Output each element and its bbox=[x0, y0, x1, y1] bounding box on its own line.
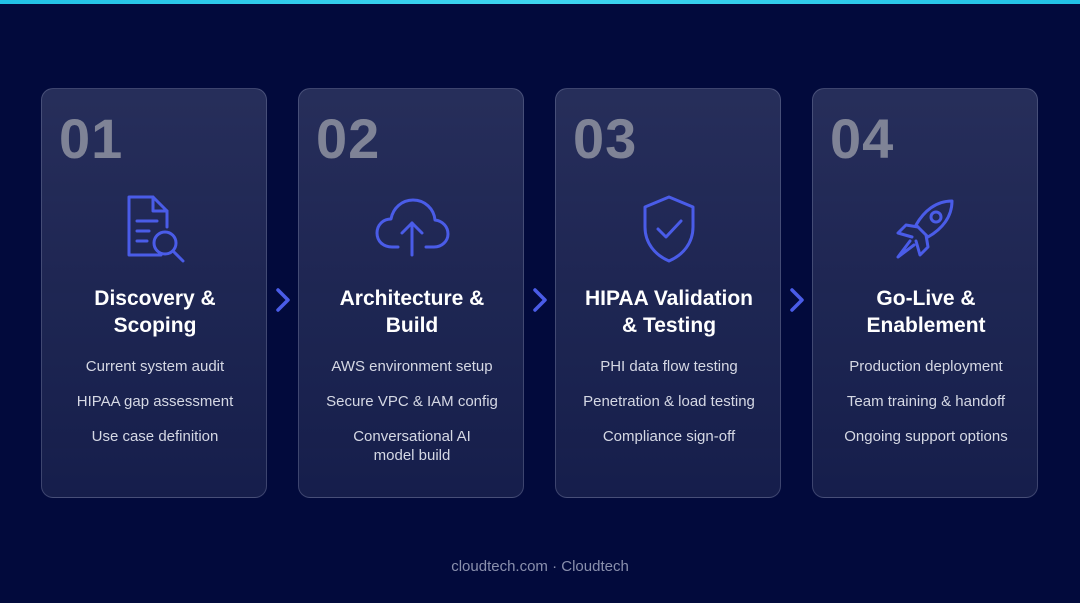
list-item: Ongoing support options bbox=[844, 428, 1008, 445]
list-item: Compliance sign-off bbox=[602, 428, 736, 445]
top-accent-bar bbox=[0, 0, 1080, 4]
list-item: Current system audit bbox=[85, 358, 225, 375]
list-item: Use case definition bbox=[91, 428, 219, 445]
step-number: 02 bbox=[316, 107, 381, 170]
list-item: Penetration & load testing bbox=[583, 393, 755, 410]
shield-check-icon bbox=[629, 189, 709, 269]
step-number: 01 bbox=[59, 107, 124, 170]
step-title: Discovery & Scoping bbox=[94, 287, 216, 337]
step-card-hipaa-validation: 03 HIPAA Validation & Testing PHI data f… bbox=[555, 88, 781, 498]
step-number: 04 bbox=[830, 107, 895, 170]
list-item: PHI data flow testing bbox=[600, 358, 738, 375]
footer-credit: cloudtech.com · Cloudtech bbox=[451, 558, 629, 575]
list-item: Conversational AI model build bbox=[353, 428, 471, 464]
chevron-right-icon bbox=[530, 287, 550, 313]
step-title: Go-Live & Enablement bbox=[866, 287, 986, 337]
step-items: Production deployment Team training & ha… bbox=[819, 357, 1033, 462]
step-title: Architecture & Build bbox=[339, 287, 485, 337]
step-card-discovery: 01 Discovery & Scoping Current system au… bbox=[41, 88, 267, 498]
list-item: Secure VPC & IAM config bbox=[326, 393, 498, 410]
step-items: PHI data flow testing Penetration & load… bbox=[562, 357, 776, 462]
document-search-icon bbox=[115, 189, 195, 269]
step-items: Current system audit HIPAA gap assessmen… bbox=[48, 357, 262, 462]
list-item: Production deployment bbox=[849, 358, 1003, 375]
chevron-right-icon bbox=[787, 287, 807, 313]
list-item: Team training & handoff bbox=[846, 393, 1006, 410]
chevron-right-icon bbox=[273, 287, 293, 313]
list-item: HIPAA gap assessment bbox=[76, 393, 234, 410]
rocket-icon bbox=[886, 189, 966, 269]
step-items: AWS environment setup Secure VPC & IAM c… bbox=[305, 357, 519, 481]
step-card-go-live: 04 Go-Live & Enablement Production deplo… bbox=[812, 88, 1038, 498]
step-title: HIPAA Validation & Testing bbox=[584, 287, 754, 337]
step-number: 03 bbox=[573, 107, 638, 170]
list-item: AWS environment setup bbox=[331, 358, 493, 375]
step-card-architecture: 02 Architecture & Build AWS environment … bbox=[298, 88, 524, 498]
cloud-upload-icon bbox=[372, 189, 452, 269]
